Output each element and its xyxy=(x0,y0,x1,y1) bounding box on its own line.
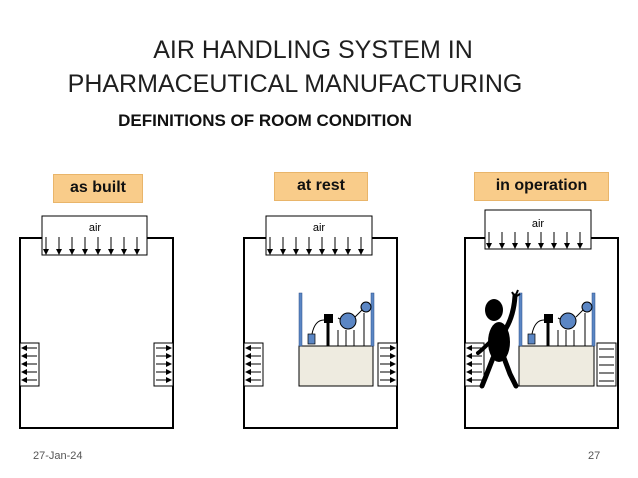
room-label-as-built: as built xyxy=(53,174,143,203)
equipment-post-right xyxy=(591,292,596,347)
slide-title-line1: AIR HANDLING SYSTEM IN xyxy=(153,36,473,64)
equipment-block xyxy=(324,314,333,323)
equipment-vial xyxy=(527,333,536,345)
equipment-post-right xyxy=(370,292,375,347)
equipment-block xyxy=(544,314,553,323)
room-label-in-operation: in operation xyxy=(474,172,609,201)
operator-hand xyxy=(511,289,521,300)
equipment-gauge xyxy=(360,301,372,313)
operator-leg-left xyxy=(479,355,496,389)
air-supply-unit xyxy=(265,215,373,256)
equipment-base xyxy=(518,345,595,387)
room-as-built: air xyxy=(19,215,174,429)
operator-arm-lowered xyxy=(476,338,494,355)
return-air-arrows-left xyxy=(21,345,37,383)
equipment xyxy=(298,292,375,387)
equipment-hopper xyxy=(559,312,577,330)
equipment xyxy=(518,292,596,387)
return-grille-slats-right xyxy=(599,348,614,382)
return-air-arrows-left xyxy=(245,345,261,383)
operator-figure xyxy=(476,289,521,389)
air-label: air xyxy=(89,222,102,234)
equipment-post-left xyxy=(518,292,523,347)
slide-date: 27-Jan-24 xyxy=(33,450,83,462)
air-label: air xyxy=(532,218,545,230)
equipment-gauge xyxy=(581,301,593,313)
supply-air-arrows xyxy=(267,237,364,255)
return-air-arrows-right xyxy=(380,345,396,383)
room-in-operation: air xyxy=(464,209,619,429)
supply-air-arrows xyxy=(43,237,140,255)
return-air-arrows-right xyxy=(156,345,172,383)
room-at-rest: air xyxy=(243,215,398,429)
supply-air-arrows xyxy=(486,232,583,249)
return-air-arrows-left xyxy=(466,345,482,383)
equipment-post-left xyxy=(298,292,303,347)
operator-head xyxy=(485,299,503,321)
equipment-vial xyxy=(307,333,316,345)
equipment-hopper xyxy=(339,312,357,330)
air-supply-unit xyxy=(484,209,592,250)
air-label: air xyxy=(313,222,326,234)
room-walls xyxy=(19,237,174,429)
operator-arm-raised xyxy=(502,293,518,333)
room-label-at-rest: at rest xyxy=(274,172,368,201)
equipment-base xyxy=(298,345,374,387)
slide-title-line2: PHARMACEUTICAL MANUFACTURING xyxy=(67,70,523,98)
slide-page-number: 27 xyxy=(588,450,601,462)
slide-subtitle: DEFINITIONS OF ROOM CONDITION xyxy=(118,111,412,130)
operator-leg-right xyxy=(501,355,519,389)
